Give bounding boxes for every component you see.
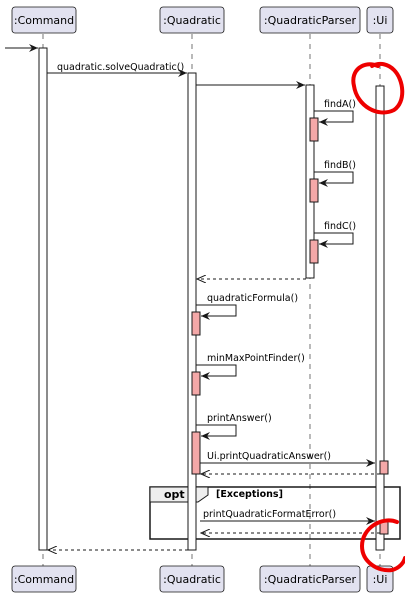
participant-quadratic-bottom: :Quadratic	[159, 565, 225, 593]
participant-command-label: :Command	[14, 573, 74, 586]
message-ui-print-quadratic-answer: Ui.printQuadraticAnswer()	[207, 451, 331, 462]
message-print-answer: printAnswer()	[207, 413, 272, 424]
message-solve-quadratic: quadratic.solveQuadratic()	[57, 62, 184, 73]
activation-print-answer	[191, 431, 201, 475]
message-find-b: findB()	[324, 160, 356, 171]
participant-ui-bottom: :Ui	[366, 565, 394, 593]
arrow-min-max-point-finder	[196, 364, 237, 380]
participant-ui-label: :Ui	[373, 14, 388, 27]
arrow-print-answer	[196, 424, 237, 440]
arrow-find-b	[314, 171, 354, 187]
participant-quadratic-label: :Quadratic	[163, 14, 221, 27]
participant-command-bottom: :Command	[11, 565, 77, 593]
message-quadratic-formula: quadraticFormula()	[207, 293, 298, 304]
participant-quadratic-parser-label: :QuadraticParser	[264, 14, 357, 27]
activation-ui-print-answer	[379, 460, 389, 475]
participant-quadratic-parser-label: :QuadraticParser	[264, 573, 357, 586]
annotation-circle-bottom	[359, 518, 405, 573]
opt-fragment-guard: [Exceptions]	[216, 489, 283, 500]
participant-quadratic-top: :Quadratic	[159, 6, 225, 34]
participant-command-label: :Command	[14, 14, 74, 27]
activation-command	[38, 47, 48, 551]
opt-fragment-operator: opt	[164, 488, 185, 501]
activation-ui	[375, 85, 385, 551]
activation-find-a	[309, 117, 319, 142]
participant-command-top: :Command	[11, 6, 77, 34]
participant-quadratic-label: :Quadratic	[163, 573, 221, 586]
arrow-find-a	[314, 110, 354, 126]
participant-quadratic-parser-bottom: :QuadraticParser	[259, 565, 361, 593]
arrow-quadratic-formula	[196, 304, 237, 320]
message-print-quadratic-format-error: printQuadraticFormatError()	[203, 509, 336, 520]
participant-ui-label: :Ui	[373, 573, 388, 586]
participant-quadratic-parser-top: :QuadraticParser	[259, 6, 361, 34]
participant-ui-top: :Ui	[366, 6, 394, 34]
activation-quadratic-formula	[191, 311, 201, 336]
message-find-c: findC()	[324, 221, 356, 232]
activation-min-max-point-finder	[191, 371, 201, 396]
activation-find-c	[309, 239, 319, 264]
message-find-a: findA()	[324, 99, 356, 110]
annotation-circle-top	[351, 61, 405, 115]
arrow-find-c	[314, 232, 354, 248]
activation-find-b	[309, 178, 319, 203]
message-min-max-point-finder: minMaxPointFinder()	[207, 353, 305, 364]
